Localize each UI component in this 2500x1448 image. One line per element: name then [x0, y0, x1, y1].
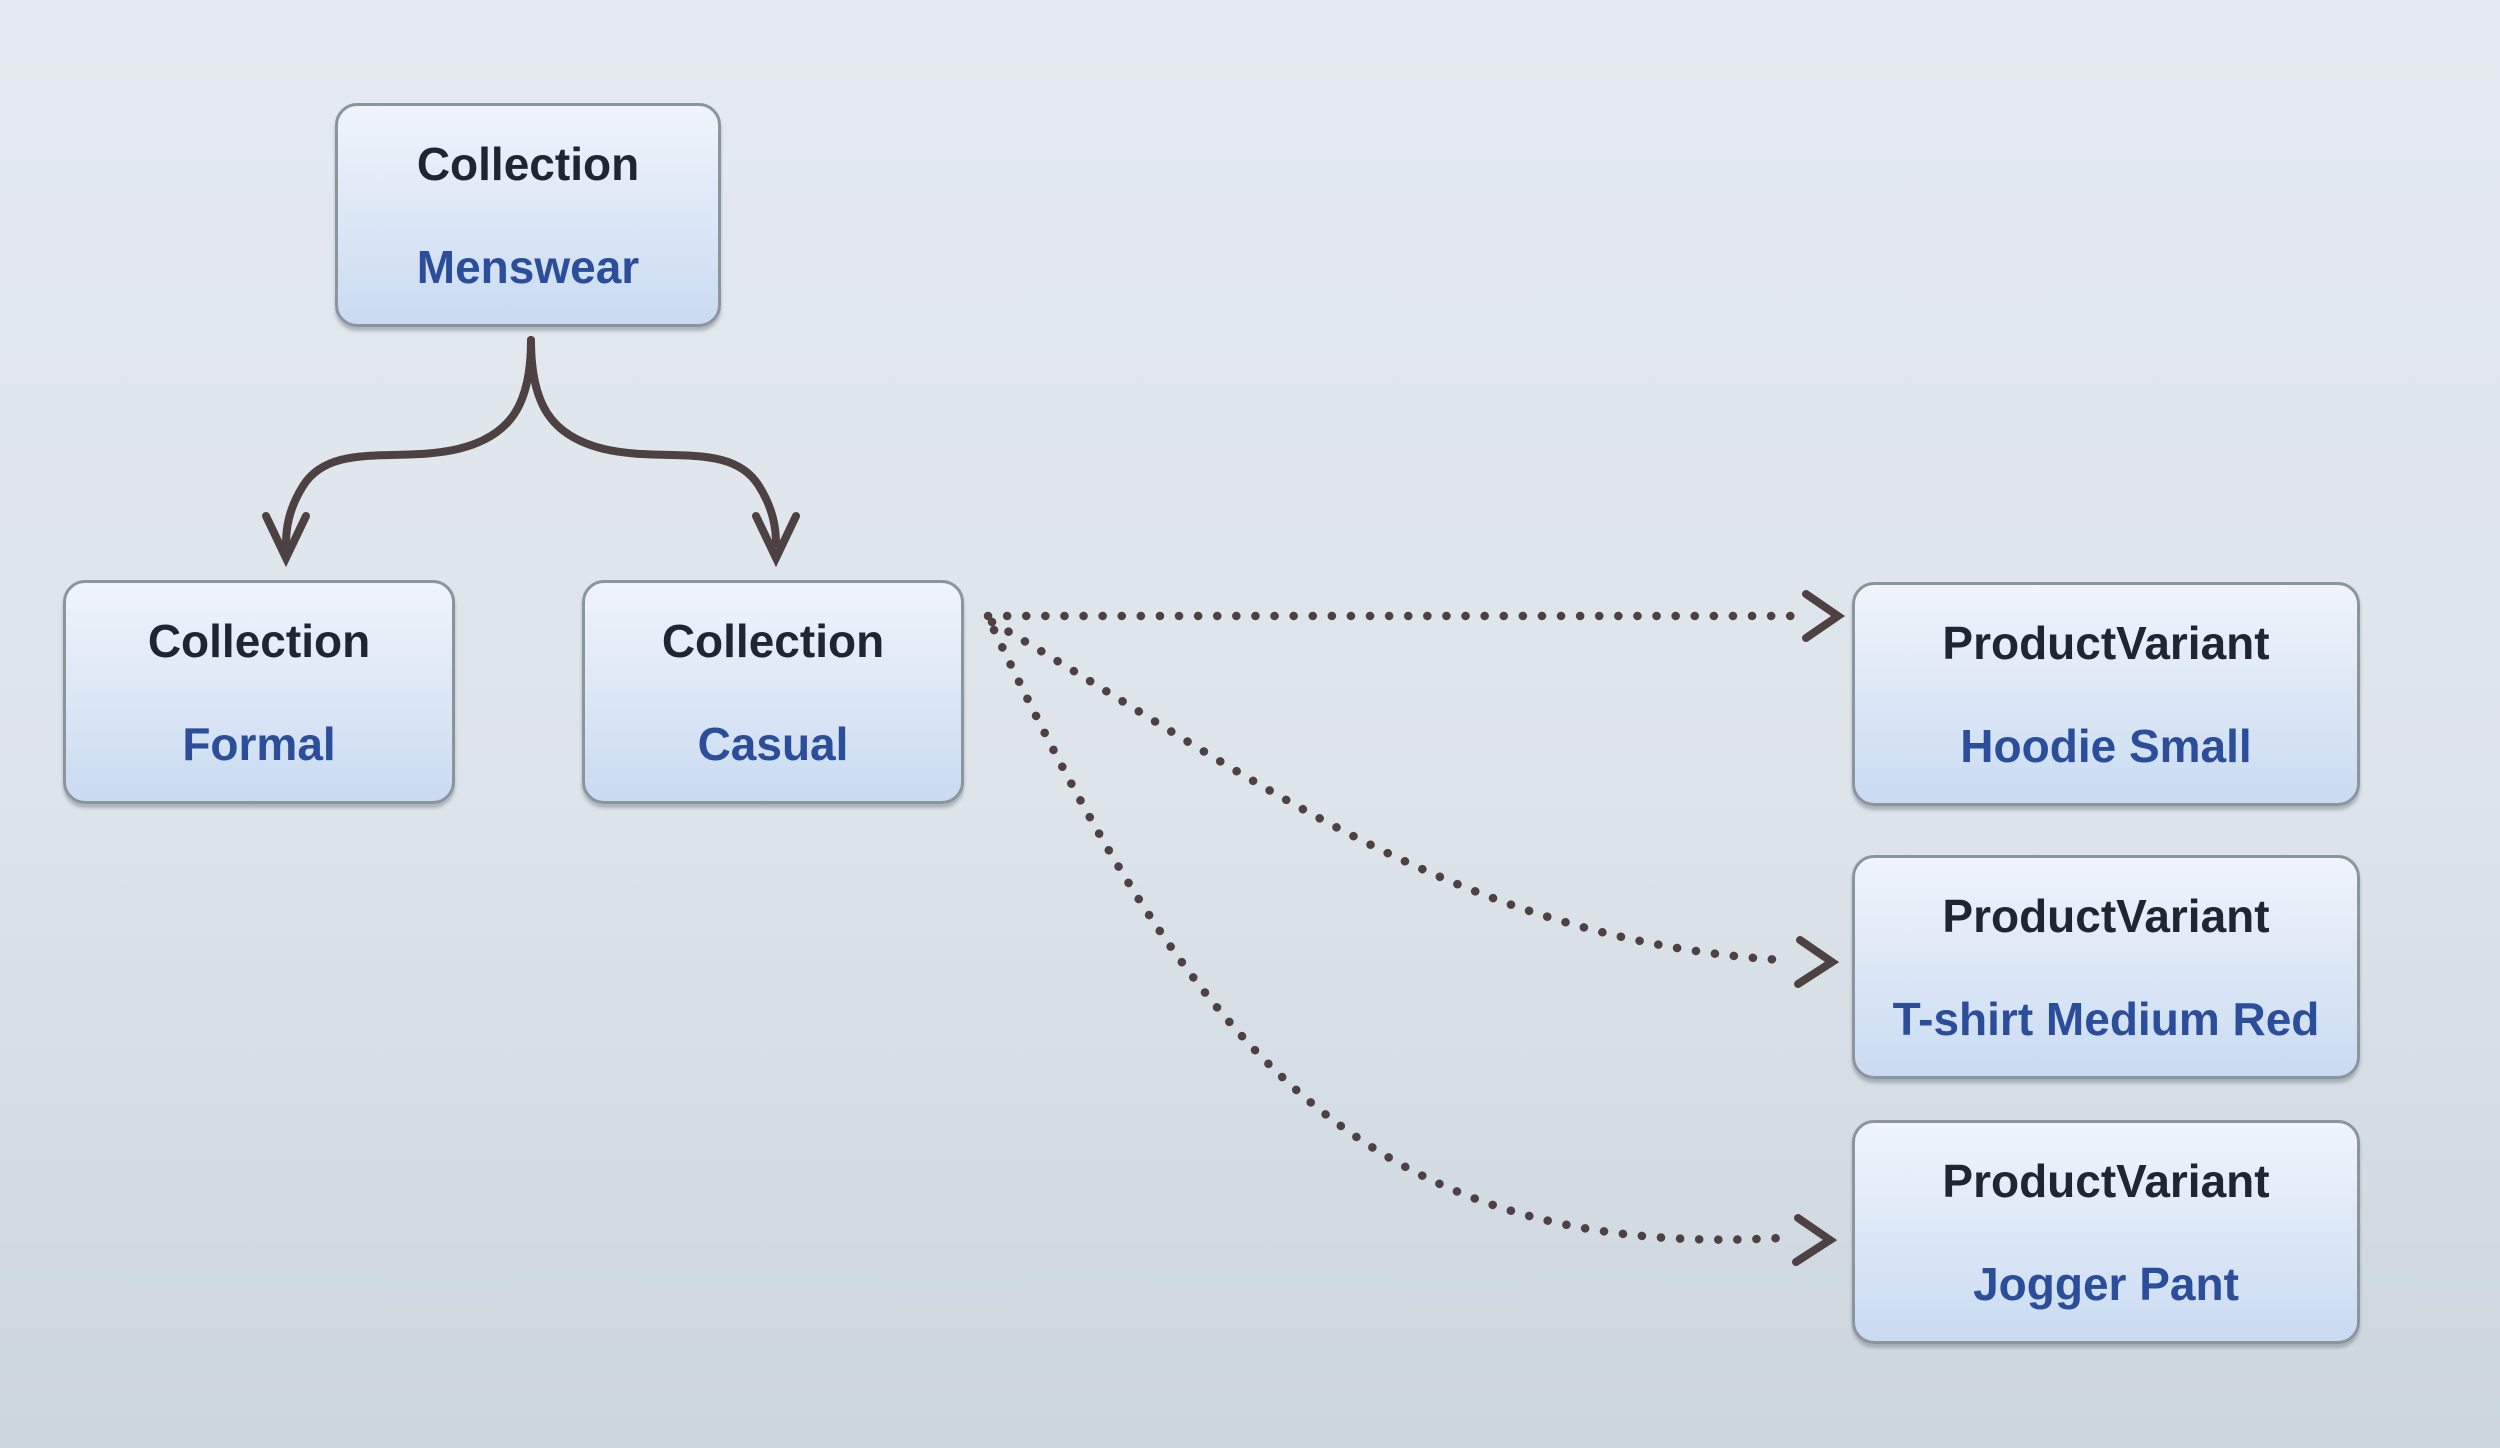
node-name-label: Formal	[182, 717, 336, 770]
node-type-label: ProductVariant	[1942, 1154, 2270, 1207]
node-collection-casual: Collection Casual	[582, 580, 964, 804]
node-name-label: Jogger Pant	[1973, 1257, 2239, 1310]
node-name-label: T-shirt Medium Red	[1892, 992, 2320, 1045]
edge-menswear-casual	[527, 336, 780, 548]
node-name-label: Casual	[697, 717, 849, 770]
node-name-label: Menswear	[416, 240, 640, 293]
node-type-label: Collection	[147, 614, 371, 667]
edge-casual-hoodie-arrowhead	[1802, 590, 1846, 642]
node-collection-menswear: Collection Menswear	[335, 103, 721, 327]
edge-casual-tshirt	[987, 617, 1787, 965]
node-productvariant-tshirt-medium-red: ProductVariant T-shirt Medium Red	[1852, 855, 2360, 1079]
node-type-label: Collection	[661, 614, 885, 667]
edge-menswear-formal-arrowhead	[262, 512, 310, 568]
edge-casual-tshirt-arrowhead	[1794, 936, 1840, 988]
edge-casual-jogger-arrowhead	[1792, 1214, 1838, 1266]
node-type-label: ProductVariant	[1942, 889, 2270, 942]
node-type-label: Collection	[416, 137, 640, 190]
node-name-label: Hoodie Small	[1960, 719, 2252, 772]
node-type-label: ProductVariant	[1942, 616, 2270, 669]
edge-menswear-formal	[282, 336, 535, 548]
node-productvariant-jogger-pant: ProductVariant Jogger Pant	[1852, 1120, 2360, 1344]
edge-casual-jogger	[989, 625, 1785, 1244]
edge-menswear-casual-arrowhead	[752, 512, 800, 568]
node-productvariant-hoodie-small: ProductVariant Hoodie Small	[1852, 582, 2360, 806]
node-collection-formal: Collection Formal	[63, 580, 455, 804]
